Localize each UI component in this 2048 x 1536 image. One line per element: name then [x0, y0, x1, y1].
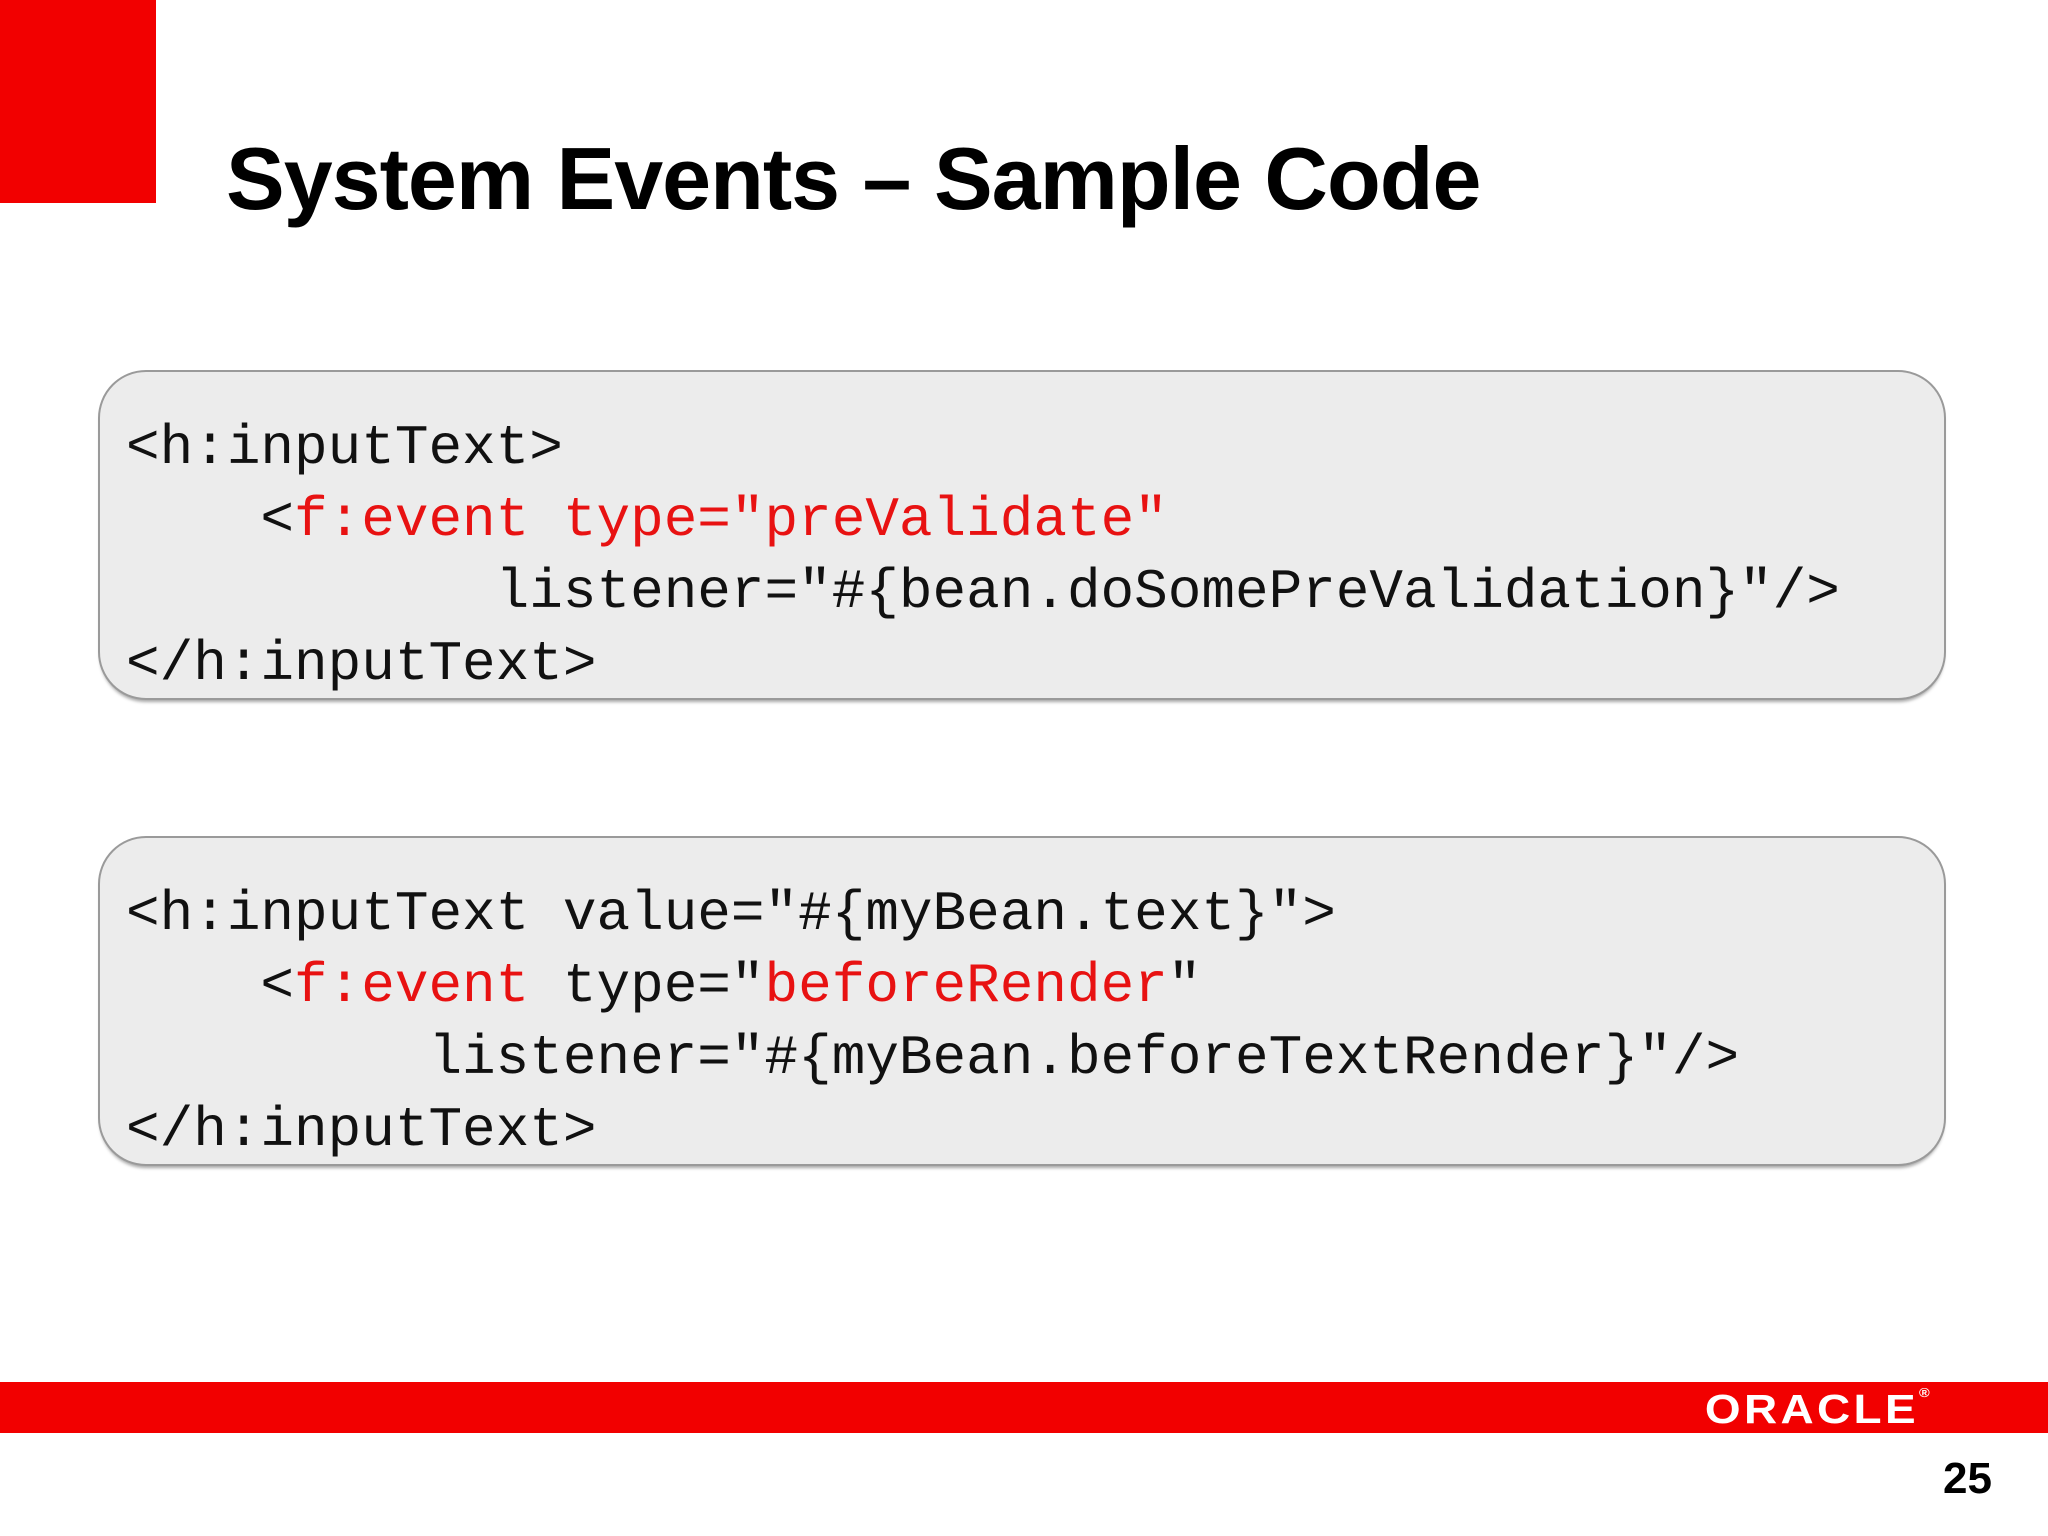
oracle-logo-text: ORACLE	[1705, 1386, 1920, 1432]
code-line: listener="#{myBean.beforeTextRender}"/>	[126, 1022, 1944, 1094]
code-sample-prevalidate: <h:inputText> <f:event type="preValidate…	[98, 370, 1946, 700]
code-segment: <h:inputText value="#{myBean.text}">	[126, 882, 1336, 946]
code-segment: <	[126, 488, 295, 552]
code-segment: listener="#{bean.doSomePreValidation}"/>	[126, 560, 1840, 624]
code-segment: <h:inputText>	[126, 416, 563, 480]
code-segment-highlighted: f:event	[294, 954, 530, 1018]
code-line: </h:inputText>	[126, 1094, 1944, 1164]
code-line: <h:inputText value="#{myBean.text}">	[126, 878, 1944, 950]
code-line: <h:inputText>	[126, 412, 1944, 484]
page-number: 25	[1943, 1454, 1992, 1503]
code-segment: listener="#{myBean.beforeTextRender}"/>	[126, 1026, 1740, 1090]
corner-accent-square	[0, 0, 156, 203]
code-line: listener="#{bean.doSomePreValidation}"/>	[126, 556, 1944, 628]
page-title: System Events – Sample Code	[226, 129, 1481, 228]
registered-trademark-mark: ®	[1919, 1385, 1930, 1400]
code-segment: </h:inputText>	[126, 632, 597, 696]
code-segment-highlighted: f:event type="preValidate"	[294, 488, 1168, 552]
code-sample-beforerender: <h:inputText value="#{myBean.text}"> <f:…	[98, 836, 1946, 1166]
code-segment-highlighted: beforeRender	[764, 954, 1168, 1018]
footer-bar: ORACLE®	[0, 1382, 2048, 1433]
code-segment: </h:inputText>	[126, 1098, 597, 1162]
oracle-logo: ORACLE®	[1705, 1385, 1930, 1433]
code-line: <f:event type="preValidate"	[126, 484, 1944, 556]
code-segment: type="	[529, 954, 765, 1018]
code-line: </h:inputText>	[126, 628, 1944, 698]
code-segment: "	[1167, 954, 1202, 1018]
code-line: <f:event type="beforeRender"	[126, 950, 1944, 1022]
code-segment: <	[126, 954, 295, 1018]
